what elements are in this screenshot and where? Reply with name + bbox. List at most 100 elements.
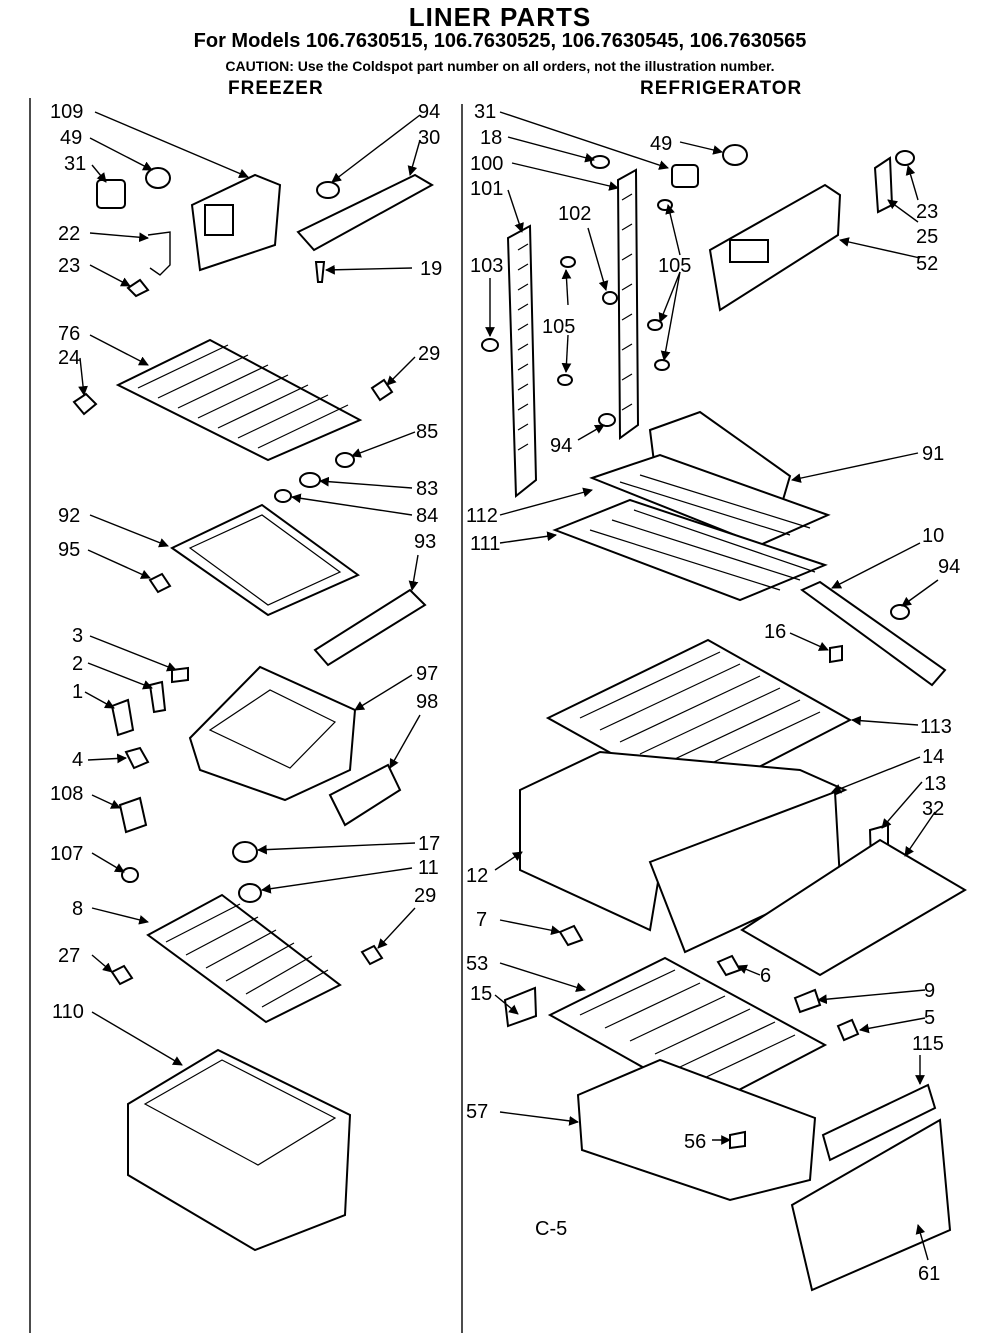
callout-25: 25 xyxy=(916,226,938,248)
fridge-crisper-cover-ribs xyxy=(579,651,821,779)
freezer-hinge-part xyxy=(110,698,135,737)
freezer-bin-part xyxy=(188,665,357,802)
freezer-tray-front-part xyxy=(313,588,427,667)
callout-100: 100 xyxy=(470,153,503,175)
callout-61: 61 xyxy=(918,1263,940,1285)
callout-29: 29 xyxy=(418,343,440,365)
callout-16: 16 xyxy=(764,621,786,643)
callout-23r: 23 xyxy=(916,201,938,223)
callout-94: 94 xyxy=(418,101,440,123)
freezer-basket-part xyxy=(127,1048,352,1252)
callout-32: 32 xyxy=(922,798,944,820)
fridge-glass-shelf-part xyxy=(552,498,828,602)
fridge-control-window xyxy=(729,239,769,263)
callout-56: 56 xyxy=(684,1131,706,1153)
page-code: C-5 xyxy=(535,1218,567,1240)
callout-1: 1 xyxy=(72,681,83,703)
fridge-part-32 xyxy=(740,838,967,977)
fridge-left-rail-part xyxy=(506,224,538,499)
callout-31r: 31 xyxy=(474,101,496,123)
freezer-heading: FREEZER xyxy=(228,78,324,99)
fridge-upper-shelf-part xyxy=(589,453,831,547)
freezer-retainer-part xyxy=(296,173,435,252)
callout-115: 115 xyxy=(912,1033,944,1055)
freezer-shelf-support-left xyxy=(72,392,98,416)
freezer-lower-support-left xyxy=(110,964,134,986)
fridge-part-9 xyxy=(793,988,822,1014)
callout-105b: 105 xyxy=(542,316,575,338)
freezer-nut-part xyxy=(124,746,150,770)
freezer-bracket-small xyxy=(148,680,167,714)
callout-24: 24 xyxy=(58,347,80,369)
fridge-meat-cover-ribs xyxy=(579,969,796,1081)
callout-4: 4 xyxy=(72,749,83,771)
freezer-lower-shelf-part xyxy=(146,893,342,1024)
freezer-part-107 xyxy=(121,867,139,883)
fridge-drawer-front-part xyxy=(790,1118,952,1292)
fridge-part-18 xyxy=(590,155,610,169)
freezer-upper-shelf-part xyxy=(115,338,363,462)
freezer-screw-small xyxy=(171,666,189,684)
freezer-tray-inner xyxy=(188,514,342,606)
models-subtitle: For Models 106.7630515, 106.7630525, 106… xyxy=(193,30,807,52)
freezer-light-bulb-part xyxy=(145,167,171,189)
callout-95: 95 xyxy=(58,539,80,561)
callout-17: 17 xyxy=(418,833,440,855)
refrigerator-leader-lines xyxy=(485,111,939,1261)
fridge-left-rail-slots xyxy=(517,243,529,451)
callout-19: 19 xyxy=(420,258,442,280)
callout-12: 12 xyxy=(466,865,488,887)
callout-31: 31 xyxy=(64,153,86,175)
callout-22: 22 xyxy=(58,223,80,245)
freezer-control-panel-part xyxy=(190,173,282,272)
callout-7: 7 xyxy=(476,909,487,931)
callout-76: 76 xyxy=(58,323,80,345)
callout-29b: 29 xyxy=(414,885,436,907)
fridge-upper-shelf-ribs xyxy=(619,474,811,536)
callout-94r: 94 xyxy=(550,435,572,457)
callout-13: 13 xyxy=(924,773,946,795)
fridge-light-bulb-part xyxy=(722,144,748,166)
fridge-part-16 xyxy=(829,644,843,664)
callout-27: 27 xyxy=(58,945,80,967)
callout-84: 84 xyxy=(416,505,438,527)
freezer-bin-front-part xyxy=(328,763,402,827)
freezer-clip-part xyxy=(126,278,150,298)
callout-2: 2 xyxy=(72,653,83,675)
fridge-part-102 xyxy=(602,291,618,305)
refrigerator-heading: REFRIGERATOR xyxy=(640,78,803,99)
callout-3: 3 xyxy=(72,625,83,647)
freezer-part-85 xyxy=(335,452,355,468)
fridge-fastener-b xyxy=(557,374,573,386)
callout-18: 18 xyxy=(480,127,502,149)
callout-49r: 49 xyxy=(650,133,672,155)
fridge-part-94b xyxy=(890,604,910,620)
freezer-bin-interior xyxy=(208,689,337,769)
callout-10: 10 xyxy=(922,525,944,547)
fridge-fastener-a xyxy=(560,256,576,268)
callout-49: 49 xyxy=(60,127,82,149)
callout-52: 52 xyxy=(916,253,938,275)
freezer-part-108 xyxy=(118,796,148,834)
fridge-meat-pan-part xyxy=(576,1058,817,1202)
freezer-part-17 xyxy=(232,841,258,863)
callout-113: 113 xyxy=(920,716,952,738)
fridge-part-103 xyxy=(481,338,499,352)
callout-labels: 109 49 31 94 30 22 23 19 76 24 29 85 83 … xyxy=(50,101,960,1285)
callout-111: 111 xyxy=(470,533,500,555)
callout-94rb: 94 xyxy=(938,556,960,578)
fridge-part-23 xyxy=(895,150,915,166)
callout-97: 97 xyxy=(416,663,438,685)
fridge-fastener-e xyxy=(654,359,670,371)
callout-101: 101 xyxy=(470,178,503,200)
fridge-part-6 xyxy=(716,954,742,977)
callout-103: 103 xyxy=(470,255,503,277)
freezer-part-83 xyxy=(299,472,321,488)
callout-23: 23 xyxy=(58,255,80,277)
callout-11: 11 xyxy=(418,857,439,879)
callout-30: 30 xyxy=(418,127,440,149)
fridge-part-115 xyxy=(821,1083,937,1162)
freezer-screw-part xyxy=(314,261,326,283)
freezer-part-11 xyxy=(238,883,262,903)
